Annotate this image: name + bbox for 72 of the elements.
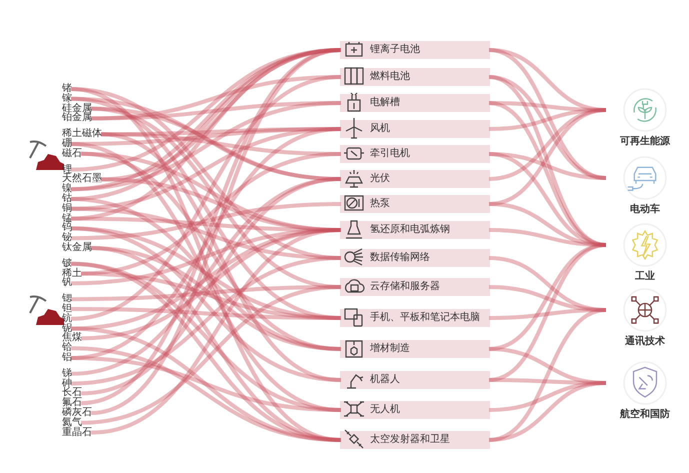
- technology-label: 燃料电池: [370, 71, 410, 83]
- material-label: 铋: [62, 233, 72, 244]
- material-label: 稀土: [62, 268, 82, 279]
- material-label: 磷灰石: [62, 408, 92, 418]
- material-label: 锶: [62, 294, 72, 304]
- flow-line: [70, 307, 342, 320]
- technology-label: 氢还原和电弧炼钢: [370, 224, 450, 236]
- technology-label: 牵引电机: [370, 148, 410, 160]
- sector-label: 电动车: [629, 204, 661, 216]
- sector-label: 可再生能源: [619, 136, 671, 148]
- sector-label: 航空和国防: [618, 409, 671, 421]
- flow-band: [340, 195, 490, 213]
- material-label: 钴: [62, 194, 72, 204]
- material-label: 钛金属: [62, 243, 92, 253]
- flow-line: [70, 356, 342, 412]
- material-label: 锗: [62, 84, 72, 94]
- sector-label: 工业: [634, 271, 656, 283]
- flow-band: [340, 431, 490, 449]
- flow-band: [340, 278, 490, 296]
- technology-label: 锂离子电池: [370, 44, 420, 56]
- technology-label: 云存储和服务器: [370, 281, 440, 293]
- material-label: 天然石墨: [62, 174, 102, 184]
- technology-label: 热泵: [370, 198, 390, 210]
- material-label: 砷: [62, 378, 72, 389]
- flow-band: [340, 221, 490, 239]
- flow-band: [340, 371, 490, 389]
- sector-label: 通讯技术: [624, 336, 666, 348]
- material-label: 铝: [62, 353, 72, 363]
- material-label: 铜: [62, 204, 72, 214]
- technology-label: 无人机: [370, 404, 400, 416]
- material-label: 铂金属: [62, 113, 92, 124]
- flow-band: [340, 340, 490, 358]
- flow-band: [340, 401, 490, 419]
- material-label: 镓: [62, 94, 72, 104]
- material-label: 铪: [62, 343, 72, 354]
- material-label: 磁石: [62, 148, 82, 159]
- flow-band: [340, 249, 490, 267]
- flow-line: [70, 346, 342, 442]
- technology-label: 增材制造: [370, 343, 410, 355]
- material-label: 稀土磁体: [62, 129, 102, 140]
- material-label: 钒: [62, 278, 72, 288]
- material-label: 重晶石: [62, 428, 92, 438]
- material-label: 锑: [62, 368, 72, 379]
- material-label: 硼: [62, 139, 72, 149]
- material-label: 氦气: [62, 418, 82, 428]
- technology-label: 风机: [370, 123, 390, 135]
- material-label: 钪: [62, 314, 72, 324]
- flow-band: [340, 41, 490, 59]
- flow-band: [340, 68, 490, 86]
- flow-line: [488, 381, 606, 442]
- material-label: 长石: [62, 388, 82, 398]
- material-label: 铍: [62, 258, 72, 269]
- flow-line: [70, 226, 342, 382]
- material-label: 钨: [62, 223, 72, 234]
- flow-line: [70, 101, 342, 192]
- material-label: 镍: [62, 184, 72, 194]
- technology-label: 手机、平板和笔记本电脑: [370, 312, 480, 324]
- flow-line: [70, 256, 342, 386]
- technology-label: 机器人: [370, 374, 400, 386]
- material-label: 钽: [62, 304, 72, 314]
- technology-label: 数据传输网络: [370, 252, 430, 264]
- material-label: 焦煤: [62, 333, 82, 344]
- flow-line: [80, 285, 342, 425]
- flow-band: [340, 309, 490, 327]
- flow-line: [70, 202, 342, 240]
- flow-band: [340, 94, 490, 112]
- technology-label: 光伏: [370, 173, 390, 185]
- flow-band: [340, 170, 490, 188]
- flow-band: [340, 120, 490, 138]
- flow-band: [340, 145, 490, 163]
- technology-label: 太空发射器和卫星: [370, 434, 450, 446]
- technology-label: 电解槽: [370, 97, 400, 109]
